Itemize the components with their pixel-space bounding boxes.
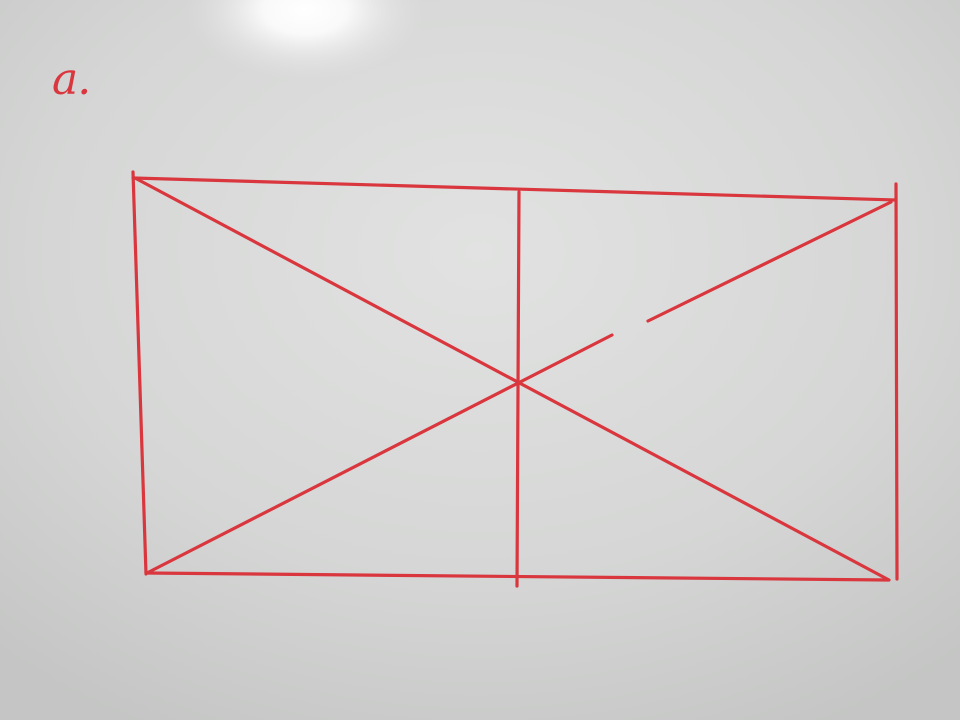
figure-label: a. — [52, 54, 91, 105]
light-glare — [185, 0, 425, 80]
diagonal-top-left-to-bottom-right — [133, 176, 891, 582]
rectangle-right-edge — [894, 182, 899, 581]
diagonal-bottom-left-to-top-right-upper — [646, 200, 893, 323]
diagonal-bottom-left-to-top-right-lower — [145, 333, 614, 575]
rectangle-top-edge — [131, 176, 898, 202]
rectangle-left-edge — [131, 170, 148, 576]
vertical-center-line — [515, 190, 521, 588]
